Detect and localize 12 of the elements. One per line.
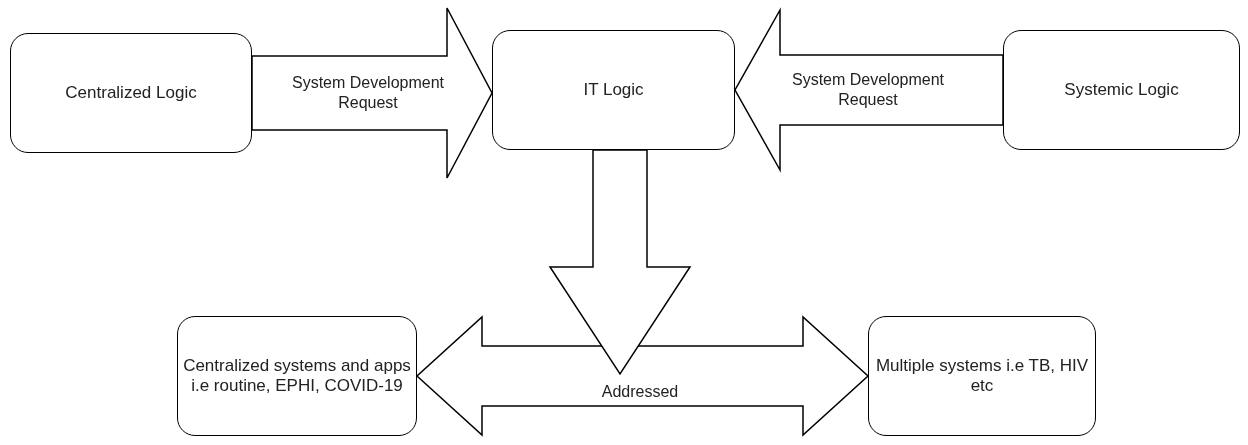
rounded-box: [1003, 30, 1240, 150]
rounded-box: [177, 316, 417, 436]
node-label: Centralized Logic: [65, 83, 197, 103]
node-label: Systemic Logic: [1064, 80, 1179, 100]
rounded-box: [492, 30, 735, 150]
node-label: Multiple systems i.e TB, HIV etc: [874, 356, 1090, 396]
block-arrow: [415, 315, 870, 437]
block-arrow: [548, 149, 692, 376]
rounded-box: [10, 33, 252, 153]
rounded-box: [868, 316, 1096, 436]
node-label: Centralized systems and apps i.e routine, EPHI, COVID-19: [182, 356, 412, 396]
node-label: IT Logic: [583, 80, 644, 100]
